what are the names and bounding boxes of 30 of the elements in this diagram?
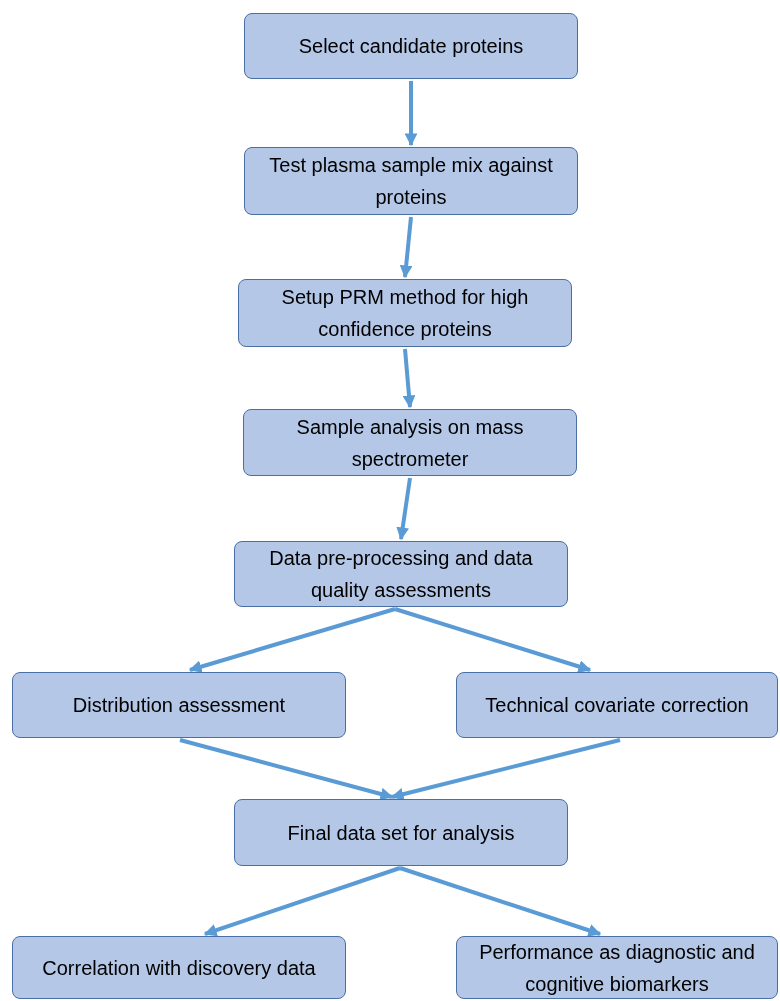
arrow — [404, 81, 418, 147]
arrow — [396, 477, 412, 541]
process-box — [244, 13, 578, 79]
process-box — [456, 672, 778, 738]
arrow — [394, 607, 592, 673]
step-label: Sample analysis on mass spectrometer — [295, 414, 525, 472]
step-label: Distribution assessment — [72, 693, 286, 718]
step-label: Data pre-processing and data quality assessments — [268, 546, 534, 603]
step-label: Test plasma sample mix against proteins — [268, 153, 554, 210]
step-label: Setup PRM method for high confidence proteins — [280, 285, 530, 342]
arrow — [203, 866, 401, 937]
arrow — [399, 216, 413, 279]
process-box — [244, 147, 578, 215]
process-box — [238, 279, 572, 347]
process-box — [234, 799, 568, 866]
step-label: Final data set for analysis — [287, 820, 515, 846]
arrow — [390, 738, 621, 801]
step-label: Technical covariate correction — [485, 693, 749, 718]
process-box — [12, 672, 346, 738]
step-label: Performance as diagnostic and cognitive biomarkers — [478, 939, 756, 997]
process-box — [12, 936, 346, 999]
arrow — [399, 866, 602, 937]
step-label: Correlation with discovery data — [42, 955, 316, 981]
arrow — [402, 348, 416, 409]
process-box — [456, 936, 778, 999]
step-label: Select candidate proteins — [298, 34, 524, 59]
process-box — [234, 541, 568, 607]
arrow — [188, 607, 396, 673]
arrow — [179, 738, 394, 801]
process-box — [243, 409, 577, 476]
